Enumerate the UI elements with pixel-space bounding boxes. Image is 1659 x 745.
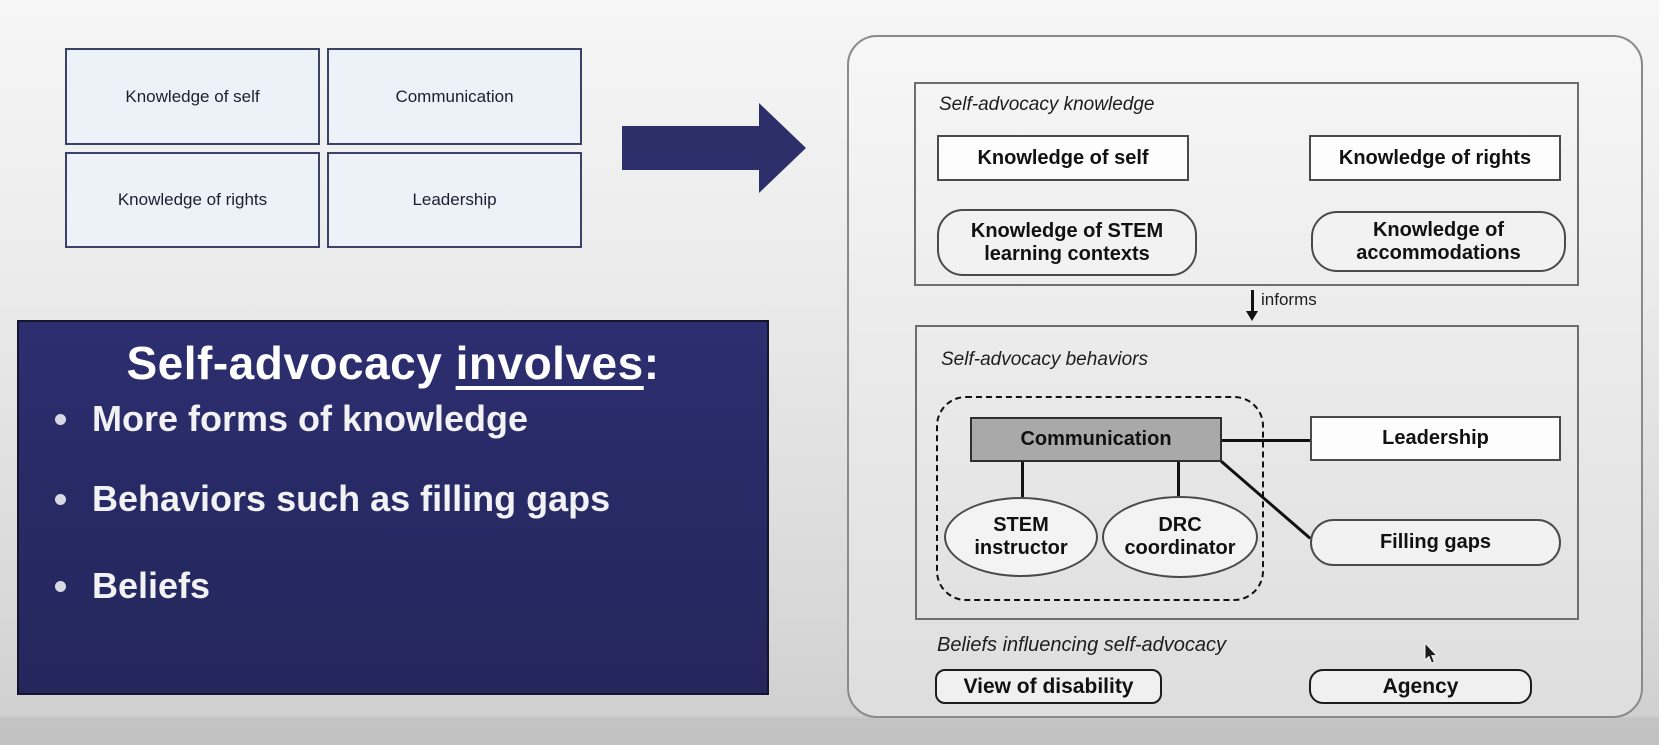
self-advocacy-involves-panel: Self-advocacy involves: More forms of kn…	[17, 320, 769, 695]
bullet-dot-icon	[55, 413, 66, 425]
node-leadership: Leadership	[1310, 416, 1561, 461]
grid-cell-knowledge-of-rights: Knowledge of rights	[65, 152, 320, 248]
connector-communication-stem-instructor	[1021, 462, 1024, 497]
mouse-cursor-icon	[1424, 643, 1439, 664]
connector-communication-leadership	[1222, 439, 1310, 442]
bullet-item: More forms of knowledge	[55, 398, 528, 440]
informs-arrow-line	[1251, 290, 1254, 313]
bullet-dot-icon	[55, 580, 66, 592]
bullet-text: Beliefs	[92, 565, 211, 606]
bullet-dot-icon	[55, 493, 66, 505]
node-filling-gaps: Filling gaps	[1310, 519, 1561, 566]
panel-title-colon: :	[643, 337, 660, 389]
panel-title: Self-advocacy involves:	[19, 336, 767, 390]
behaviors-section: Self-advocacy behaviors Communication Le…	[915, 325, 1579, 620]
node-communication: Communication	[970, 417, 1222, 462]
node-stem-instructor: STEM instructor	[944, 497, 1098, 577]
behaviors-section-label: Self-advocacy behaviors	[941, 349, 1148, 370]
node-knowledge-of-stem-learning-contexts: Knowledge of STEM learning contexts	[937, 209, 1197, 276]
node-knowledge-of-self: Knowledge of self	[937, 135, 1189, 181]
panel-title-prefix: Self-advocacy	[126, 337, 456, 389]
bullet-item: Behaviors such as filling gaps	[55, 478, 610, 520]
bullet-item: Beliefs	[55, 565, 210, 607]
knowledge-section-label: Self-advocacy knowledge	[939, 94, 1155, 115]
node-knowledge-of-rights: Knowledge of rights	[1309, 135, 1561, 181]
connector-communication-drc-coordinator	[1177, 462, 1180, 496]
knowledge-section: Self-advocacy knowledge Knowledge of sel…	[914, 82, 1579, 286]
bullet-text: More forms of knowledge	[92, 398, 529, 439]
grid-cell-leadership: Leadership	[327, 152, 582, 248]
node-view-of-disability: View of disability	[935, 669, 1162, 704]
grid-cell-label: Communication	[395, 86, 514, 106]
informs-label: informs	[1261, 290, 1317, 309]
right-arrow-icon	[622, 103, 806, 193]
grid-cell-label: Knowledge of rights	[117, 190, 268, 209]
informs-arrow-head-icon	[1246, 311, 1258, 321]
node-knowledge-of-accommodations: Knowledge of accommodations	[1311, 211, 1566, 272]
grid-cell-communication: Communication	[327, 48, 582, 145]
grid-cell-label: Knowledge of self	[125, 86, 260, 106]
node-agency: Agency	[1309, 669, 1532, 704]
grid-cell-label: Leadership	[412, 190, 497, 209]
bullet-text: Behaviors such as filling gaps	[92, 478, 611, 519]
node-drc-coordinator: DRC coordinator	[1102, 496, 1258, 578]
self-advocacy-model-container: Self-advocacy knowledge Knowledge of sel…	[847, 35, 1643, 718]
beliefs-label: Beliefs influencing self-advocacy	[937, 634, 1227, 656]
panel-title-underlined: involves	[455, 337, 644, 389]
grid-cell-knowledge-of-self: Knowledge of self	[65, 48, 320, 145]
